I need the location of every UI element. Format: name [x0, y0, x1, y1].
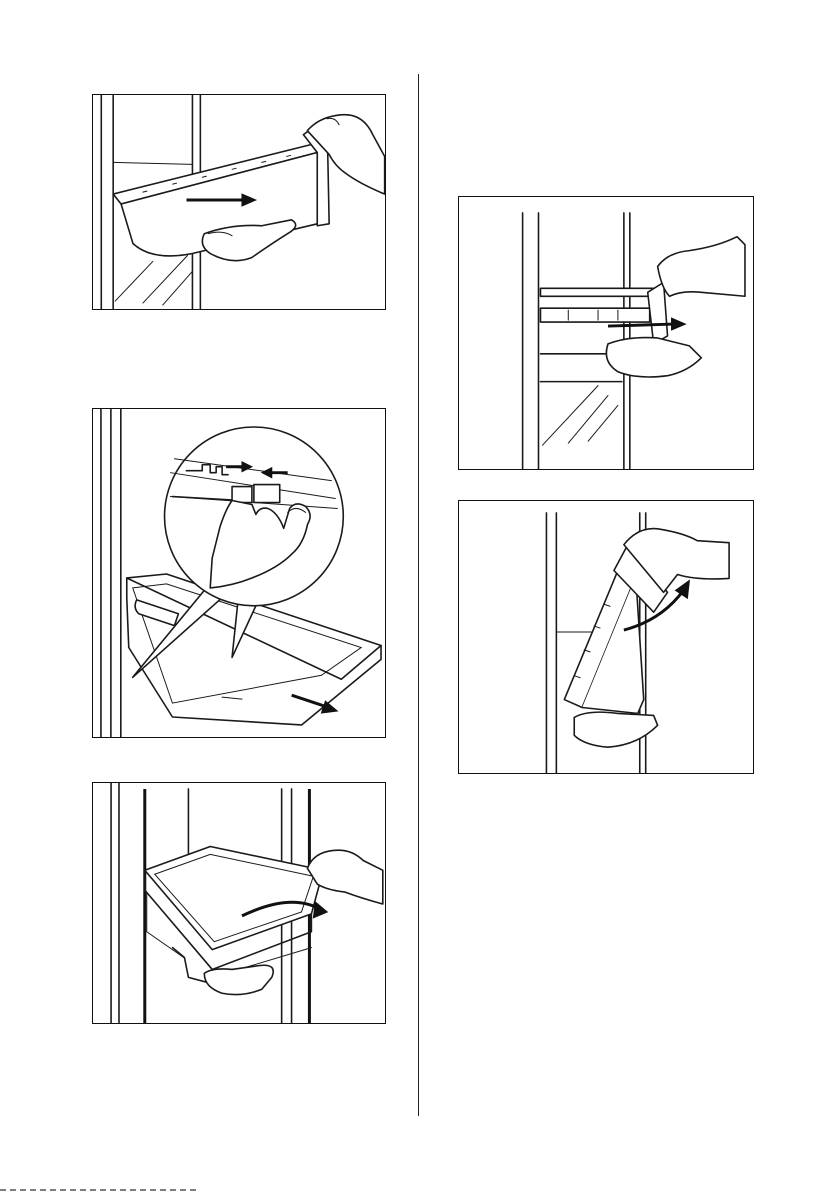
drawer-release-clips-illustration	[93, 409, 385, 737]
drawer-front-pull-illustration	[459, 197, 753, 469]
figure-glass-shelf-tilt	[92, 782, 386, 1024]
glass-shelf-tilt-illustration	[93, 783, 385, 1023]
figure-drawer-release-clips	[92, 408, 386, 738]
figure-drawer-pull-out	[92, 94, 386, 310]
figure-drawer-front-pull	[458, 196, 754, 470]
drawer-pull-out-illustration	[93, 95, 385, 309]
column-divider	[418, 74, 419, 1116]
page-bottom-strip	[0, 1186, 840, 1192]
figure-drawer-front-tilt	[458, 500, 754, 774]
drawer-front-tilt-illustration	[459, 501, 753, 773]
